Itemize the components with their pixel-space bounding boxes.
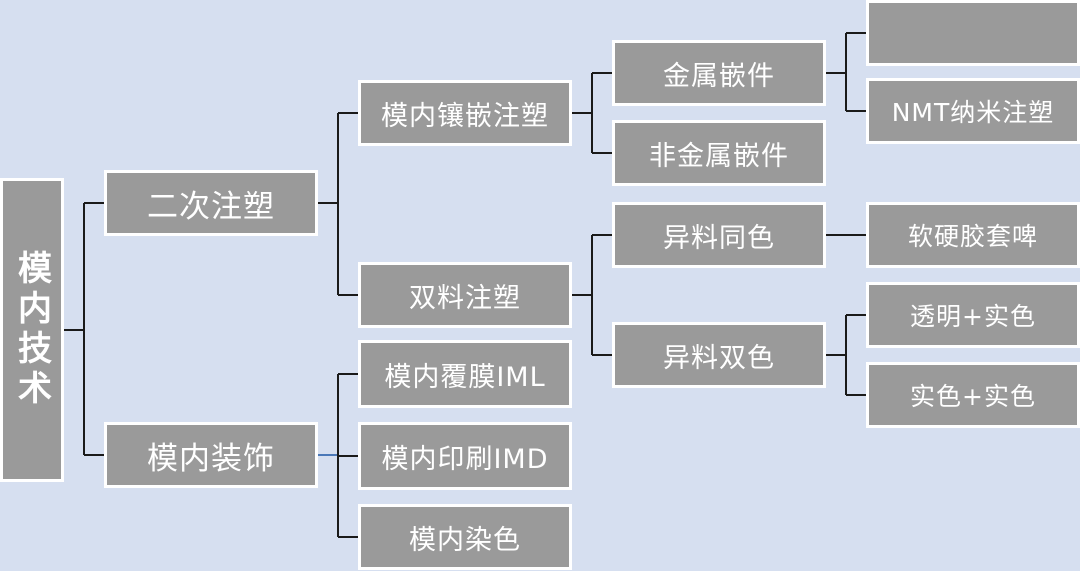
node-root: 模内技术 [0,178,64,482]
node-two-color-diff-material: 异料双色 [612,322,826,388]
node-in-mold-dyeing: 模内染色 [358,504,572,570]
node-two-shot-molding: 双料注塑 [358,262,572,328]
node-nmt: NMT纳米注塑 [866,78,1080,144]
node-insert-molding: 模内镶嵌注塑 [358,80,572,146]
node-iml: 模内覆膜IML [358,340,572,408]
node-clear-solid: 透明+实色 [866,282,1080,348]
node-solid-solid: 实色+实色 [866,362,1080,428]
node-metal-insert: 金属嵌件 [612,40,826,106]
node-blank [866,0,1080,66]
node-imd: 模内印刷IMD [358,422,572,490]
node-secondary-molding: 二次注塑 [104,170,318,236]
node-in-mold-decoration: 模内装饰 [104,422,318,488]
node-nonmetal-insert: 非金属嵌件 [612,120,826,186]
node-same-color-diff-material: 异料同色 [612,202,826,268]
node-soft-hard-overmold: 软硬胶套啤 [866,202,1080,268]
